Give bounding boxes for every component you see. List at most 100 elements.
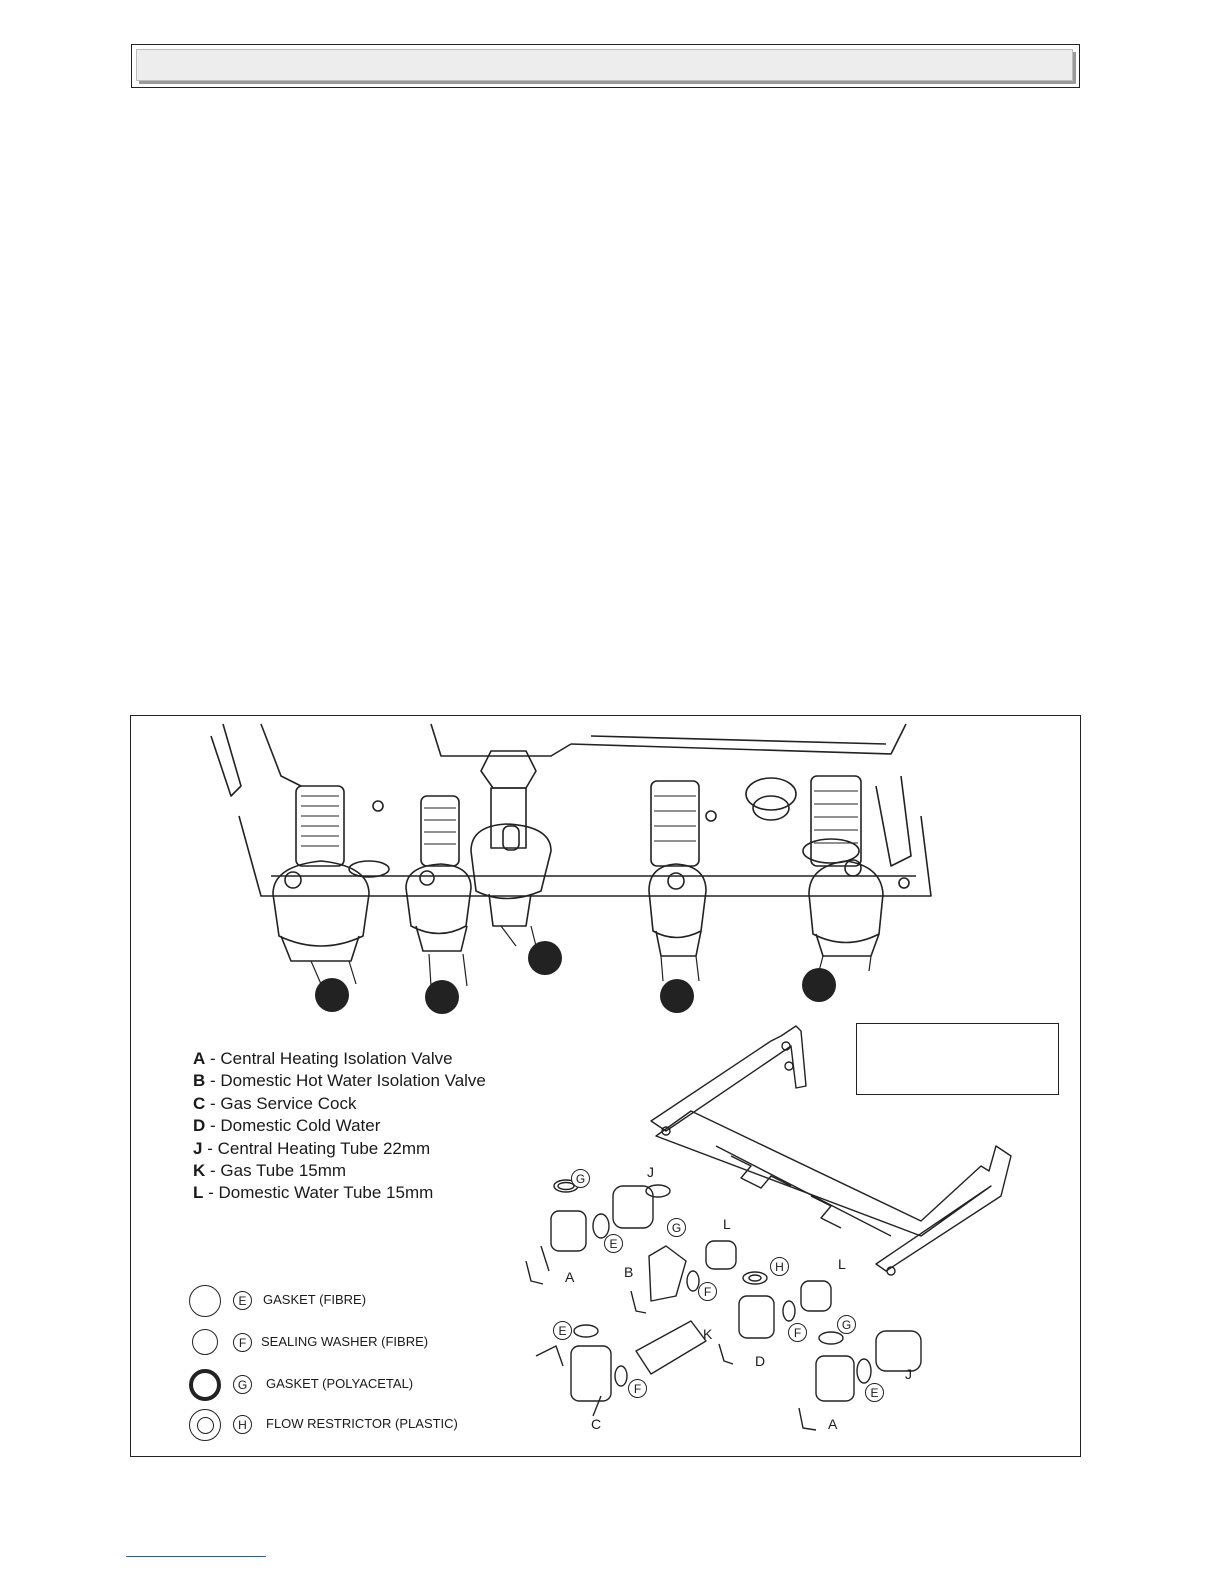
part-label-e3: E	[865, 1383, 884, 1402]
part-label-c: C	[591, 1416, 602, 1432]
valve-d-body	[648, 863, 707, 939]
legend-row-l: L - Domestic Water Tube 15mm	[193, 1183, 434, 1203]
gasket-polyacetal-icon	[189, 1369, 221, 1401]
rail-opening	[802, 838, 860, 864]
washer-g3	[818, 1331, 844, 1345]
washer-code-e: E	[233, 1291, 252, 1310]
tube-l2	[800, 1280, 832, 1312]
gasket-fibre-icon	[189, 1285, 221, 1317]
tube-l1	[705, 1240, 737, 1270]
valve-d-screw	[667, 872, 685, 890]
bracket-arm-left	[650, 1025, 807, 1132]
washer-label-g: GASKET (POLYACETAL)	[266, 1376, 414, 1391]
part-label-b: B	[624, 1264, 634, 1280]
valve-a-thread	[295, 785, 345, 867]
part-label-f1: F	[698, 1282, 717, 1301]
washer-e2	[573, 1324, 599, 1338]
part-label-d: D	[755, 1353, 766, 1369]
rail-screw	[372, 800, 384, 812]
callout-dot-a	[315, 978, 349, 1012]
valve-d-thread	[650, 780, 700, 867]
part-label-e1: E	[604, 1234, 623, 1253]
part-label-l1: L	[723, 1216, 731, 1232]
valve-a2-thread	[810, 775, 862, 867]
wall-bracket-drawing	[525, 1025, 1012, 1431]
part-label-g1: G	[571, 1169, 590, 1188]
boiler-connections-drawing	[210, 723, 1012, 1431]
valve-a2-screw	[844, 859, 862, 877]
washer-row-e: E GASKET (FIBRE)	[185, 1283, 545, 1323]
pressure-gauge-fitting	[745, 777, 797, 811]
gas-cock-outlet	[488, 893, 532, 927]
washer-row-g: G GASKET (POLYACETAL)	[185, 1367, 545, 1407]
valve-a-part	[550, 1210, 587, 1252]
rail-slot	[348, 860, 390, 878]
part-label-g3: G	[837, 1315, 856, 1334]
part-label-f3: F	[628, 1379, 647, 1398]
valve-b-nut	[415, 925, 468, 952]
valve-d-part	[738, 1295, 775, 1339]
washer-e1	[592, 1213, 610, 1239]
part-label-a2: A	[828, 1416, 838, 1432]
valve-b-body	[405, 863, 472, 935]
part-label-f2: F	[788, 1323, 807, 1342]
part-label-a1: A	[565, 1269, 575, 1285]
part-label-g2: G	[667, 1218, 686, 1237]
legend-row-c: C - Gas Service Cock	[193, 1093, 357, 1113]
parts-legend: A - Central Heating Isolation Valve B - …	[193, 1048, 486, 1205]
valve-a-nut	[280, 935, 360, 962]
part-label-e2: E	[553, 1321, 572, 1340]
rail-end-bracket	[875, 775, 912, 867]
gas-cock-part	[570, 1345, 612, 1402]
washer-code-f: F	[233, 1333, 252, 1352]
flow-restrictor-icon	[189, 1409, 221, 1441]
legend-row-b: B - Domestic Hot Water Isolation Valve	[193, 1071, 486, 1091]
callout-dot-b	[425, 980, 459, 1014]
callout-dots	[315, 941, 836, 1014]
part-label-l2: L	[838, 1256, 846, 1272]
sealing-washer-icon	[192, 1329, 218, 1355]
valve-a2-body	[808, 860, 884, 944]
part-label-j1: J	[647, 1164, 654, 1180]
bracket-main	[655, 1110, 1012, 1272]
boiler-casing-left	[210, 723, 242, 797]
gas-cock-body	[470, 823, 552, 900]
note-box	[856, 1023, 1059, 1095]
washer-code-g: G	[233, 1375, 252, 1394]
callout-dot-d	[660, 979, 694, 1013]
valve-a2-nut	[815, 933, 880, 957]
boiler-casing-edge	[260, 723, 302, 787]
gas-cock-handle	[502, 825, 520, 851]
legend-row-a: A - Central Heating Isolation Valve	[193, 1049, 453, 1068]
part-label-j2: J	[905, 1366, 912, 1382]
washer-label-f: SEALING WASHER (FIBRE)	[261, 1334, 429, 1349]
legend-row-j: J - Central Heating Tube 22mm	[193, 1138, 431, 1158]
washer-g2	[645, 1184, 671, 1198]
boiler-casing-rear	[570, 723, 907, 755]
footer-rule	[126, 1556, 266, 1557]
washer-f2	[782, 1300, 796, 1322]
callout-dot-a2	[802, 968, 836, 1002]
valve-b-screw	[419, 870, 435, 886]
washer-e3	[856, 1358, 872, 1384]
leader-lines	[310, 925, 872, 987]
union-j1	[612, 1185, 654, 1229]
valve-a-screw	[284, 871, 302, 889]
bracket-cutouts	[730, 1155, 842, 1229]
mounting-rail	[238, 815, 932, 897]
valve-a-body	[272, 860, 370, 947]
section-header-fill	[136, 49, 1073, 81]
washer-row-f: F SEALING WASHER (FIBRE)	[185, 1326, 545, 1366]
boiler-casing-panel	[430, 723, 572, 757]
washer-f3	[614, 1365, 628, 1387]
gas-tube-k	[635, 1320, 707, 1375]
connections-figure: A - Central Heating Isolation Valve B - …	[130, 715, 1081, 1457]
legend-row-k: K - Gas Tube 15mm	[193, 1161, 347, 1181]
rail-screw-right	[898, 877, 910, 889]
part-label-k: K	[703, 1326, 713, 1342]
boiler-casing-lip	[590, 735, 887, 745]
washer-label-e: GASKET (FIBRE)	[263, 1292, 367, 1307]
elbow-b	[648, 1245, 687, 1302]
callout-dot-c	[528, 941, 562, 975]
valve-d-nut	[655, 930, 702, 957]
